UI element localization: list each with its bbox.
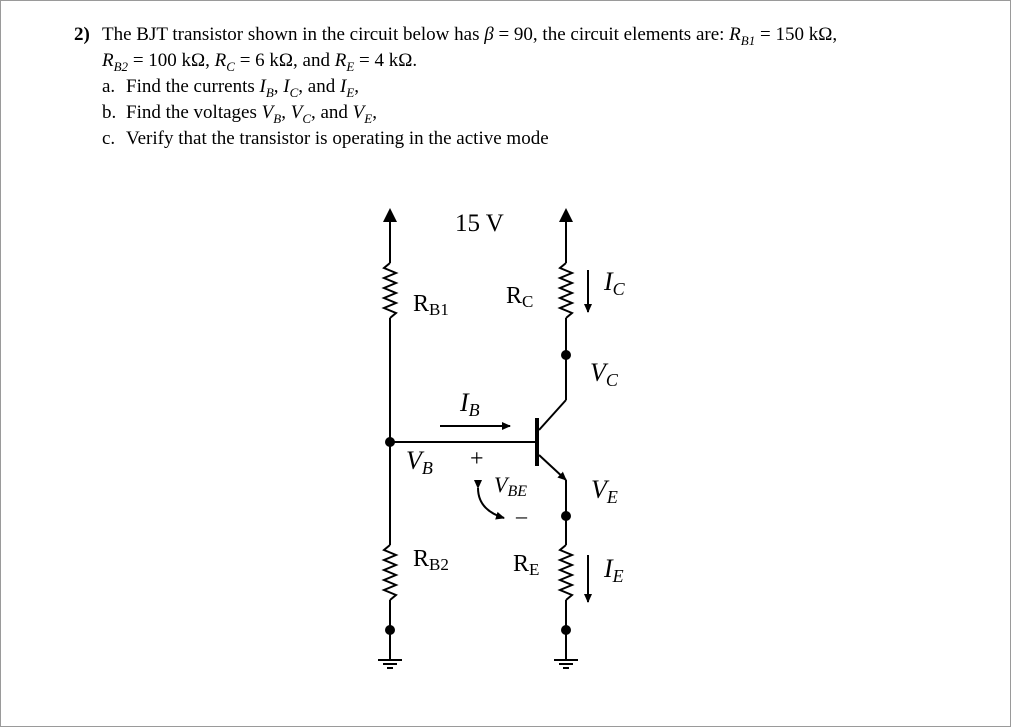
resistor-rb2 — [381, 544, 399, 601]
supply-arrow-right — [559, 208, 573, 222]
beta-value: = 90, — [498, 24, 538, 45]
label-ie: IE — [603, 554, 624, 586]
transistor-collector — [538, 399, 567, 431]
node-collector — [561, 350, 571, 360]
label-vbe-plus: + — [470, 446, 484, 472]
label-ic: IC — [603, 267, 626, 299]
node-right-bottom — [561, 625, 571, 635]
part-c: c. Verify that the transistor is operati… — [102, 128, 549, 149]
beta-symbol: β — [484, 24, 494, 45]
transistor-emitter-arrow — [538, 454, 567, 481]
resistor-re — [557, 544, 575, 601]
label-vbe: VBE — [494, 472, 527, 500]
node-left-bottom — [385, 625, 395, 635]
resistor-rb1 — [381, 262, 399, 319]
rb1-value: = 150 kΩ, — [759, 24, 838, 45]
supply-arrow-left — [383, 208, 397, 222]
label-ve: VE — [591, 475, 618, 507]
label-vbe-minus: – — [515, 503, 528, 528]
problem-line-2: RB2 = 100 kΩ, RC = 6 kΩ, and RE = 4 kΩ. — [102, 50, 418, 74]
label-rb1: RB1 — [413, 291, 449, 319]
node-emitter — [561, 511, 571, 521]
node-base — [385, 437, 395, 447]
part-b: b. Find the voltages VB, VC, and VE, — [102, 102, 377, 126]
part-a: a. Find the currents IB, IC, and IE, — [102, 76, 360, 100]
label-ib: IB — [459, 388, 480, 420]
label-vc: VC — [590, 358, 619, 390]
rb2-value: = 100 kΩ, — [132, 50, 210, 71]
vbe-arrow — [473, 479, 505, 520]
problem-parts: a. Find the currents IB, IC, and IE, b. … — [74, 74, 984, 152]
label-rb2: RB2 — [413, 546, 449, 574]
problem-line-1: The BJT transistor shown in the circuit … — [102, 24, 838, 48]
re-value: = 4 kΩ. — [359, 50, 418, 71]
rc-value: = 6 kΩ, and — [239, 50, 330, 71]
supply-label: 15 V — [455, 210, 504, 237]
problem-number: 2) — [74, 24, 90, 45]
label-rc: RC — [506, 283, 533, 311]
problem-statement: 2) The BJT transistor shown in the circu… — [74, 22, 984, 152]
resistor-rc — [557, 262, 575, 319]
label-re: RE — [513, 551, 539, 579]
label-vb: VB — [406, 446, 433, 478]
